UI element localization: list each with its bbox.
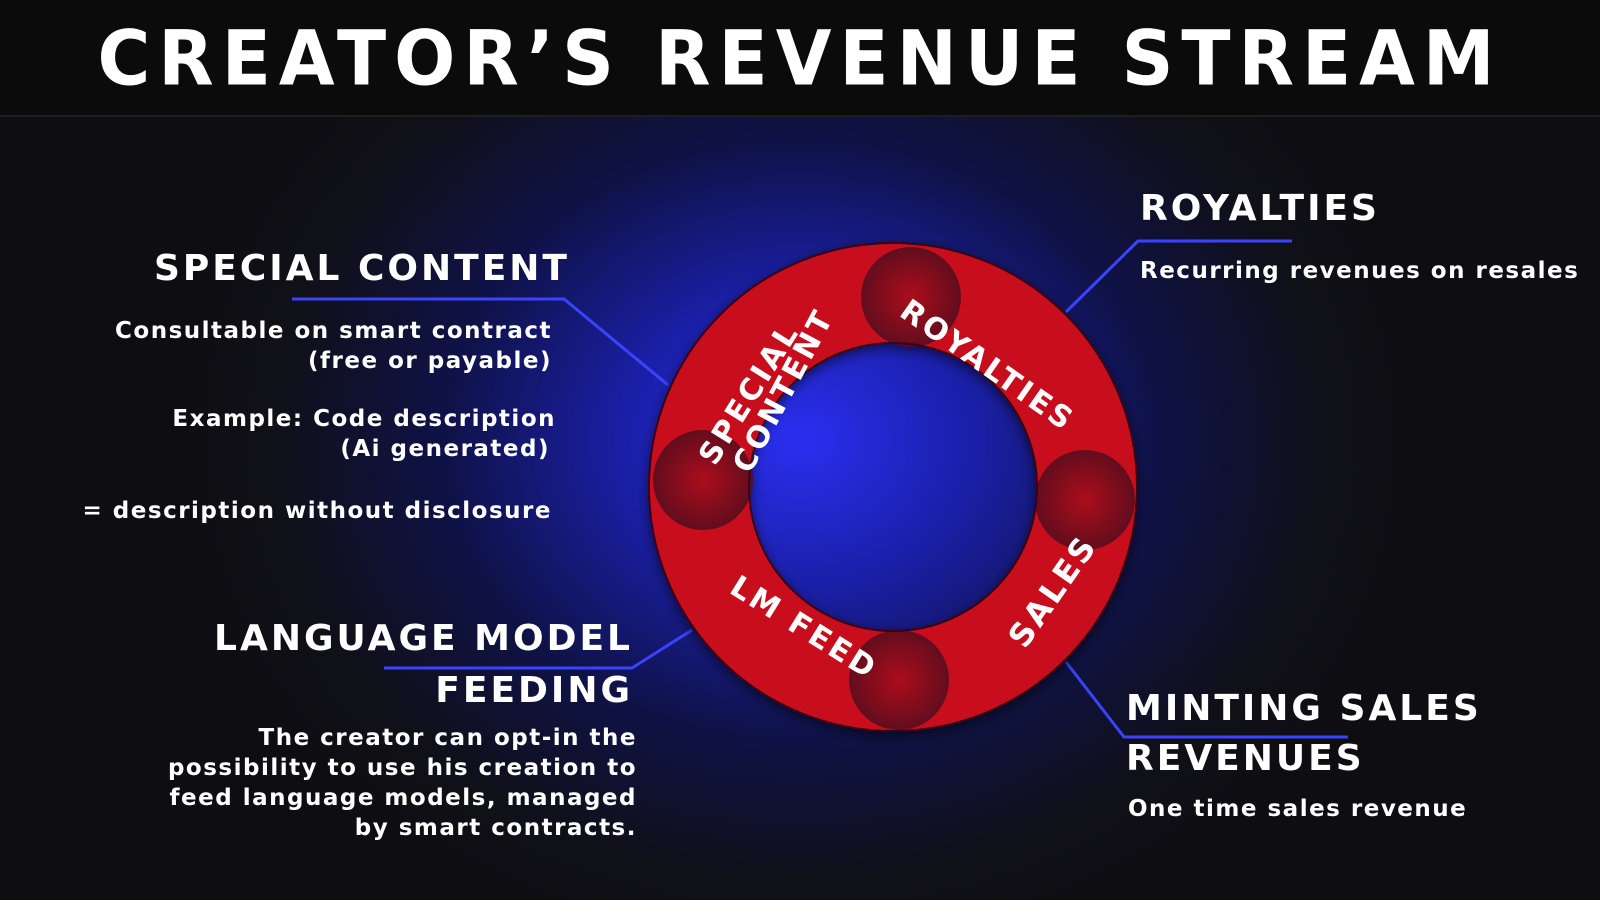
special-content-desc-line1: Consultable on smart contract <box>115 318 552 344</box>
special-content-note: = description without disclosure <box>82 498 552 524</box>
connector-lines <box>292 239 1348 739</box>
special-content-example-line1: Example: Code description <box>172 406 556 432</box>
ring-cap-sales <box>1035 450 1135 550</box>
ring-cap-lm <box>849 630 949 730</box>
minting-sales-desc: One time sales revenue <box>1128 796 1468 822</box>
special-content-desc-line2: (free or payable) <box>308 348 552 374</box>
ring-cap-royalties <box>861 247 961 347</box>
revenue-ring <box>648 242 1138 732</box>
special-content-heading: SPECIAL CONTENT <box>153 248 570 289</box>
royalties-heading: ROYALTIES <box>1140 188 1380 229</box>
connector-minting-sales <box>1064 661 1348 739</box>
lm-feeding-desc-line1: The creator can opt-in the <box>258 725 637 751</box>
ring-inner-edge <box>748 342 1038 632</box>
ring-cap-special <box>653 430 753 530</box>
lm-feeding-desc-line4: by smart contracts. <box>354 815 637 841</box>
ring-outer-edge <box>648 242 1138 732</box>
title-bar: CREATOR’S REVENUE STREAM <box>0 0 1600 117</box>
royalties-desc: Recurring revenues on resales <box>1140 258 1580 284</box>
special-content-example-line2: (Ai generated) <box>340 436 550 462</box>
connector-lm-feeding <box>384 628 693 670</box>
lm-feeding-heading-line1: LANGUAGE MODEL <box>214 618 633 659</box>
lm-feeding-desc-line3: feed language models, managed <box>169 785 637 811</box>
connector-royalties <box>1064 239 1292 314</box>
connector-special-content <box>292 297 669 387</box>
page-title: CREATOR’S REVENUE STREAM <box>97 13 1503 102</box>
minting-sales-heading-line2: REVENUES <box>1126 738 1365 779</box>
lm-feeding-heading-line2: FEEDING <box>435 670 633 711</box>
minting-sales-heading-line1: MINTING SALES <box>1126 688 1482 729</box>
lm-feeding-desc-line2: possibility to use his creation to <box>167 755 637 781</box>
